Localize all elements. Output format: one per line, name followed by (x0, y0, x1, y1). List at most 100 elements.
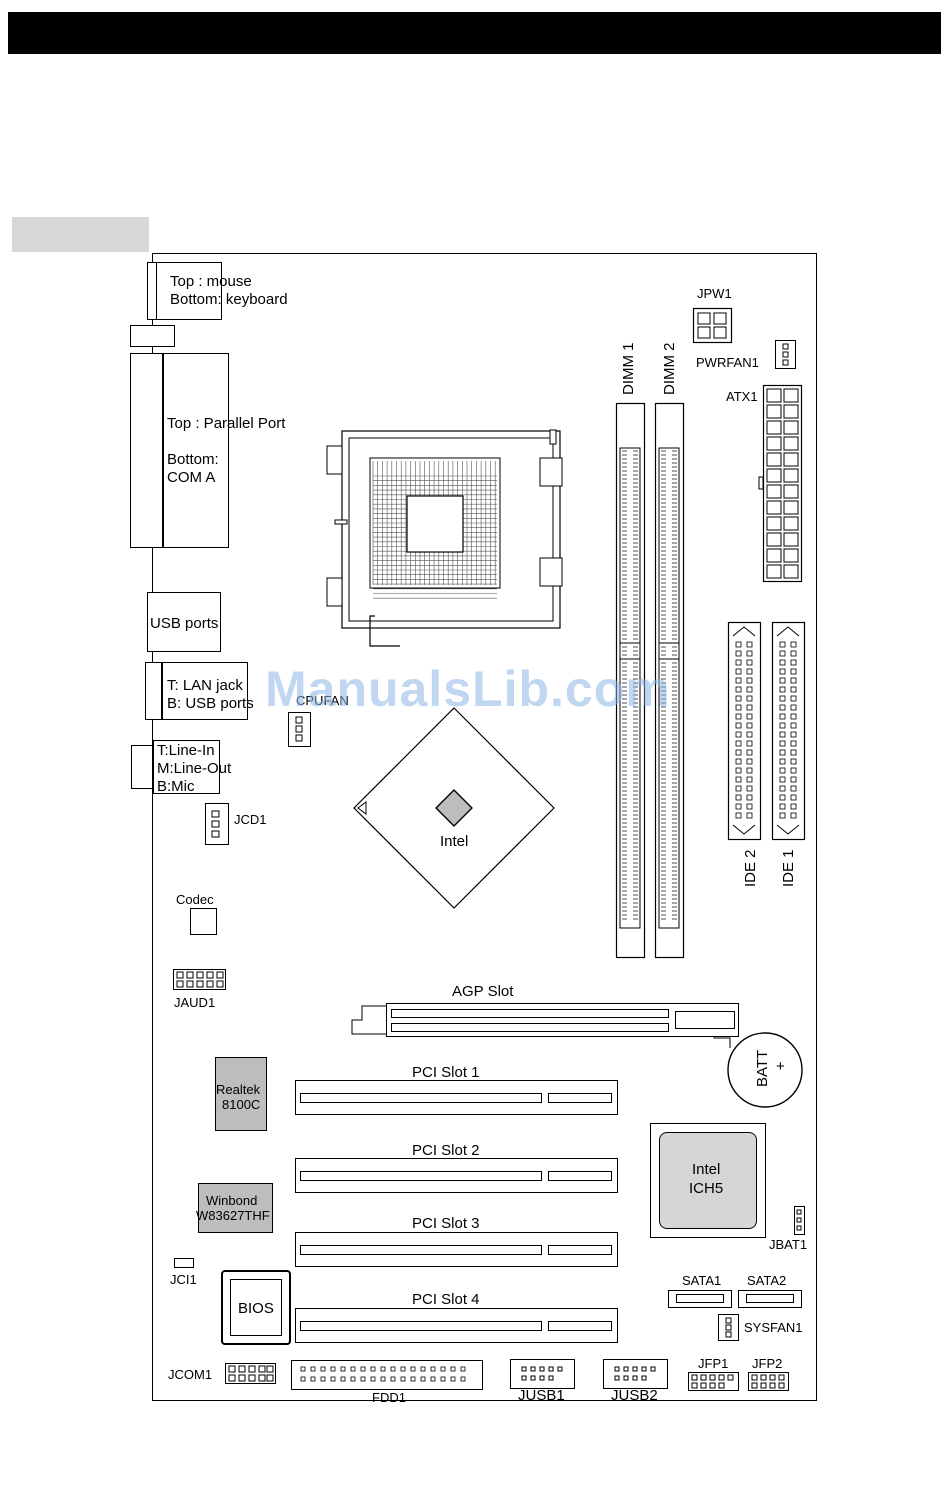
winbond-label-2: W83627THF (196, 1208, 270, 1223)
lan-bottom-label: B: USB ports (167, 695, 254, 712)
jusb2-label: JUSB2 (611, 1387, 658, 1404)
header-bar (8, 12, 941, 54)
ps2-port-stub (147, 262, 157, 320)
agp-slot-inner-b (391, 1023, 669, 1032)
ich5-label-2: ICH5 (689, 1180, 724, 1197)
pwrfan1-label: PWRFAN1 (696, 355, 759, 370)
audio-mic-label: B:Mic (157, 778, 195, 795)
pci-slot-1-inner-b (548, 1093, 612, 1103)
winbond-label-1: Winbond (206, 1193, 258, 1208)
ide-1-connector (771, 621, 806, 841)
agp-slot-inner-a (391, 1009, 669, 1018)
realtek-label-2: 8100C (222, 1097, 261, 1112)
dimm-2-slot (654, 402, 685, 959)
pci-slot-3-inner-b (548, 1245, 612, 1255)
fdd1-label: FDD1 (372, 1390, 406, 1405)
pci-slot-1-label: PCI Slot 1 (412, 1064, 480, 1081)
jcom1-label: JCOM1 (168, 1367, 213, 1382)
sysfan1-label: SYSFAN1 (744, 1320, 803, 1335)
pci-slot-4-label: PCI Slot 4 (412, 1291, 480, 1308)
atx1-label: ATX1 (726, 389, 758, 404)
jfp1-label: JFP1 (698, 1356, 729, 1371)
jci1-header (174, 1258, 194, 1268)
ps2-top-label: Top : mouse (170, 273, 252, 290)
jusb2-pins (614, 1366, 656, 1381)
parallel-stub-top (130, 325, 175, 347)
usb-ports-connector (147, 592, 221, 652)
atx1-connector (758, 384, 803, 583)
watermark: ManualsLib.com (265, 661, 671, 717)
dimm-2-label: DIMM 2 (661, 342, 678, 396)
jpw1-connector (692, 307, 733, 344)
jfp2-label: JFP2 (752, 1356, 783, 1371)
lan-usb-stub (145, 662, 162, 720)
pci-slot-2-inner-a (300, 1171, 542, 1181)
jcd1-label: JCD1 (234, 812, 267, 827)
pci-slot-2-inner-b (548, 1171, 612, 1181)
sysfan1-connector (718, 1314, 739, 1341)
winbond-chip (198, 1183, 273, 1233)
codec-chip (190, 908, 217, 935)
audio-jacks-connector (153, 740, 220, 794)
ps2-bottom-label: Bottom: keyboard (170, 291, 288, 308)
jci1-label: JCI1 (170, 1272, 197, 1287)
jusb2-header (603, 1359, 668, 1389)
section-tab (12, 217, 149, 252)
pci-slot-3-inner-a (300, 1245, 542, 1255)
codec-label: Codec (176, 892, 214, 907)
realtek-label-1: Realtek (216, 1082, 261, 1097)
northbridge-label: Intel (440, 833, 469, 850)
jcd1-pins (211, 810, 220, 838)
pci-slot-1-inner-a (300, 1093, 542, 1103)
bios-chip (230, 1279, 282, 1336)
jfp1-header (688, 1372, 739, 1391)
cpufan-connector (288, 712, 311, 747)
jcom1-header (225, 1363, 276, 1384)
cpufan-label: CPUFAN (296, 693, 349, 708)
ich5-label-1: Intel (692, 1161, 721, 1178)
jusb1-label: JUSB1 (518, 1387, 565, 1404)
audio-linein-label: T:Line-In (157, 742, 215, 759)
jfp2-header (748, 1372, 789, 1391)
fdd1-pins (300, 1366, 466, 1382)
ich5-chip (659, 1132, 757, 1229)
audio-lineout-label: M:Line-Out (157, 760, 232, 777)
sata2-slot (746, 1294, 794, 1303)
battery-plus-label: + (776, 1058, 785, 1075)
northbridge-chip (353, 707, 555, 909)
dimm-1-label: DIMM 1 (620, 342, 637, 396)
bios-label: BIOS (238, 1300, 274, 1317)
realtek-chip (215, 1057, 267, 1131)
pci-slot-4-inner-a (300, 1321, 542, 1331)
pci-slot-4-inner-b (548, 1321, 612, 1331)
jpw1-label: JPW1 (697, 286, 732, 301)
pci-slot-3-label: PCI Slot 3 (412, 1215, 480, 1232)
jaud1-label: JAUD1 (174, 995, 216, 1010)
jbat1-label: JBAT1 (769, 1237, 808, 1252)
fdd1-connector (291, 1360, 483, 1390)
parallel-bottom-label-2: COM A (167, 469, 216, 486)
jusb1-header (510, 1359, 575, 1389)
jaud1-header (173, 969, 226, 990)
pwrfan1-connector (775, 340, 796, 369)
sata2-label: SATA2 (747, 1273, 787, 1288)
sata1-label: SATA1 (682, 1273, 722, 1288)
battery-label: BATT (754, 1049, 771, 1087)
agp-slot-label: AGP Slot (452, 983, 514, 1000)
ide-2-connector (727, 621, 762, 841)
parallel-bottom-label-1: Bottom: (167, 451, 219, 468)
jusb1-pins (521, 1366, 563, 1381)
agp-slot-retention (351, 1005, 389, 1035)
agp-slot-latch (675, 1011, 735, 1029)
ide-2-label: IDE 2 (742, 849, 759, 887)
parallel-port-stub (130, 353, 163, 548)
parallel-port-connector (163, 353, 229, 548)
lan-top-label: T: LAN jack (167, 677, 243, 694)
lan-usb-connector (162, 662, 248, 720)
sata1-slot (676, 1294, 724, 1303)
cpu-socket (326, 429, 563, 647)
battery-holder (713, 1010, 803, 1108)
motherboard-outline (152, 253, 817, 1401)
jcd1-connector (205, 803, 229, 845)
usb-ports-label: USB ports (150, 615, 219, 632)
